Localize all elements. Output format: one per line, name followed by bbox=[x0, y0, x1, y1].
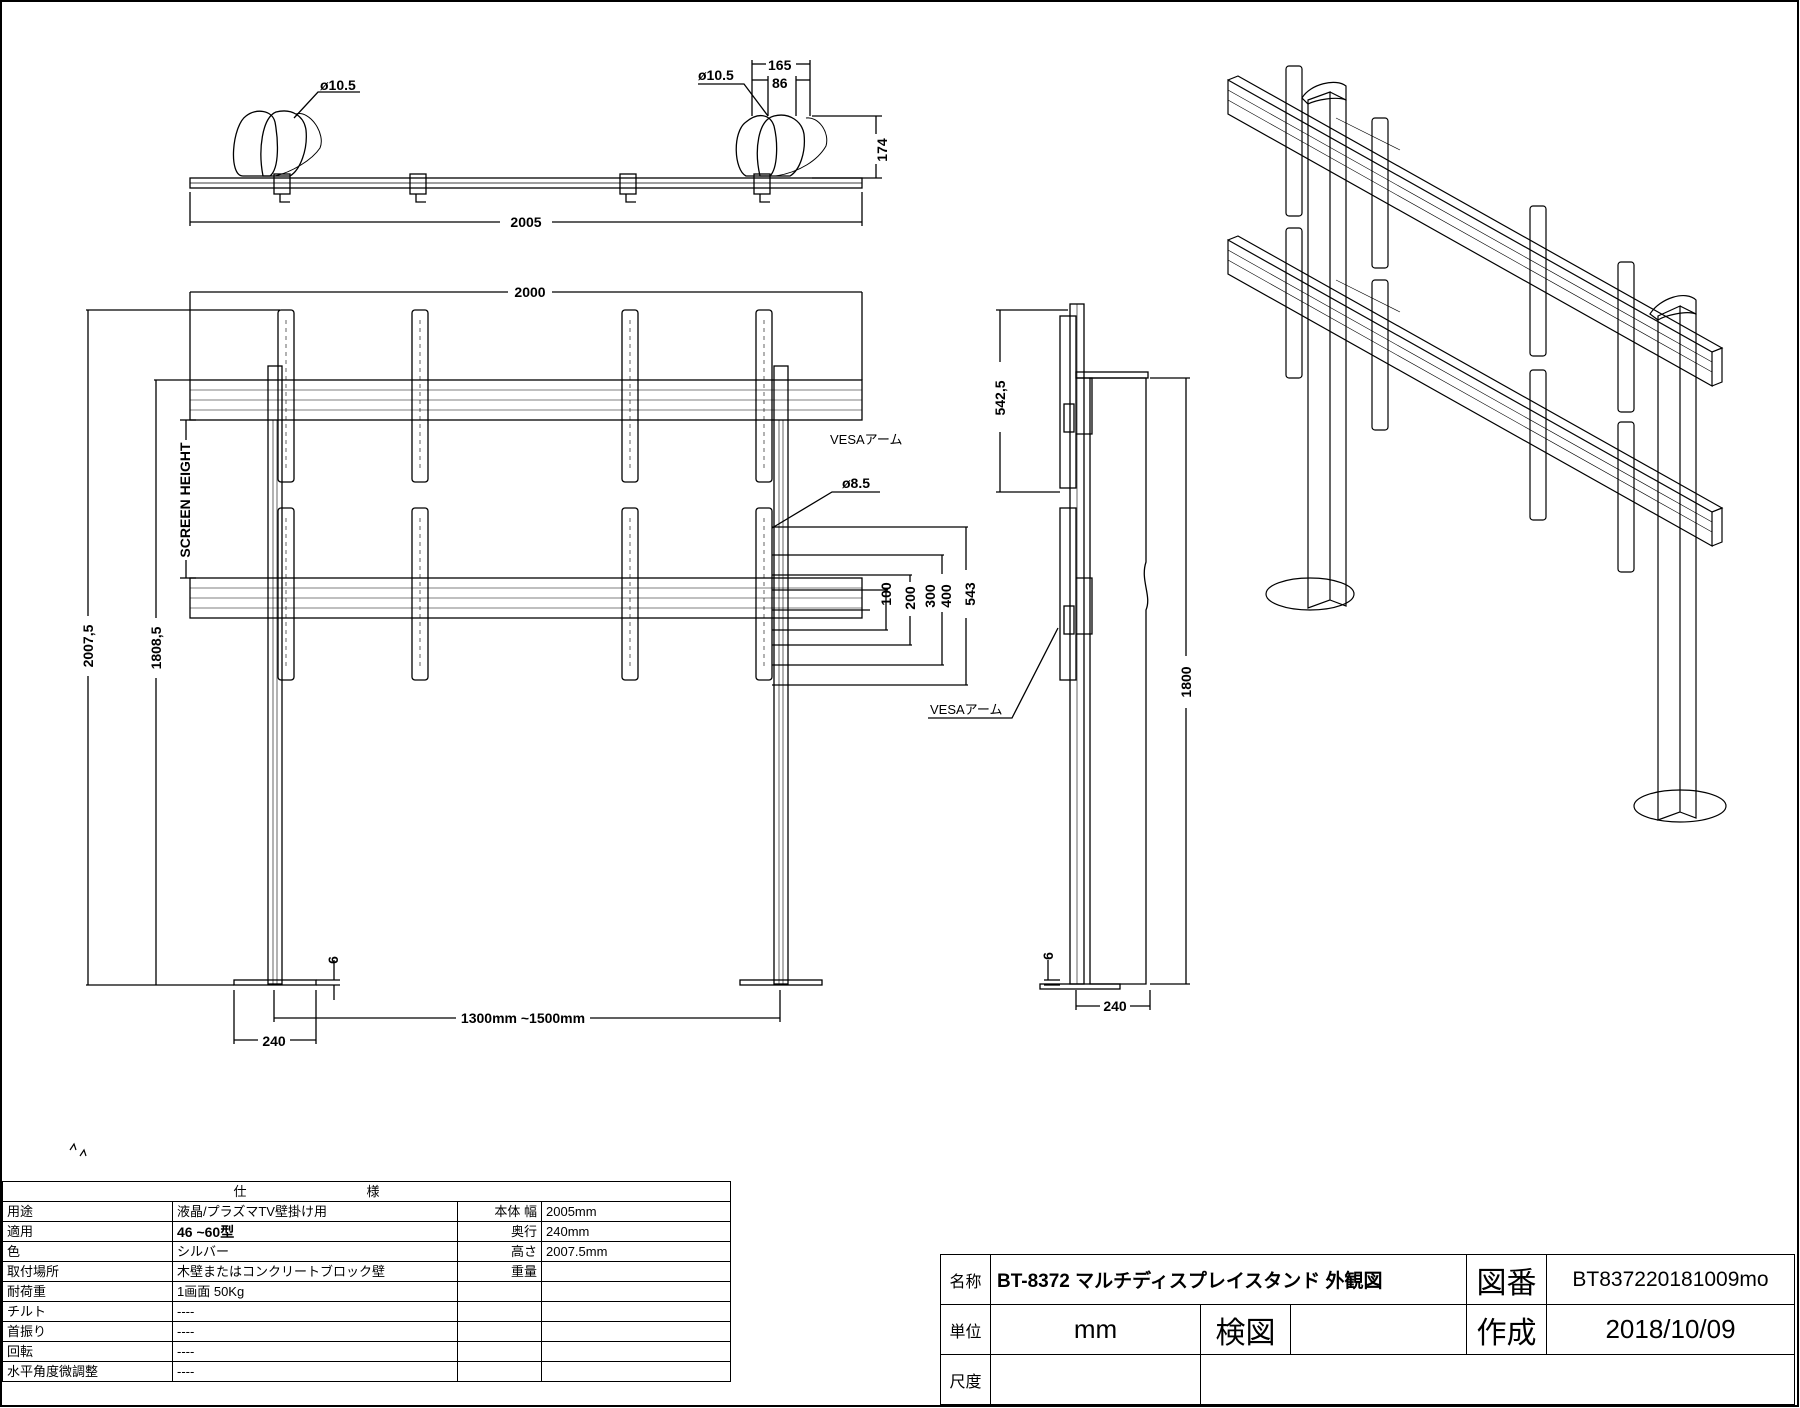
scale-value bbox=[990, 1354, 1201, 1405]
title-empty-cell bbox=[1199, 1354, 1796, 1405]
top-clamps bbox=[273, 173, 771, 203]
dim-2000-label: 2000 bbox=[514, 284, 545, 300]
spec-label: 色 bbox=[2, 1241, 173, 1262]
dim-100-label: 100 bbox=[878, 582, 894, 606]
top-view bbox=[189, 60, 882, 226]
spec-value2: 2005mm bbox=[540, 1201, 732, 1222]
spec-label2 bbox=[457, 1301, 542, 1322]
spec-value2 bbox=[540, 1261, 732, 1282]
unit-value: mm bbox=[990, 1304, 1201, 1355]
dim-400-label: 400 bbox=[938, 584, 954, 608]
spec-header: 仕様 bbox=[1, 1181, 732, 1202]
spec-label: 適用 bbox=[2, 1221, 173, 1242]
spec-value: 液晶/プラズマTV壁掛け用 bbox=[172, 1201, 458, 1222]
dim-174-label: 174 bbox=[874, 138, 890, 162]
spec-value: ---- bbox=[172, 1341, 458, 1362]
spec-value: 1画面 50Kg bbox=[172, 1281, 458, 1302]
front-rails bbox=[189, 379, 863, 619]
table-row: 取付場所 木壁またはコンクリートブロック壁 重量 bbox=[2, 1261, 732, 1282]
dim-542-5-label: 542,5 bbox=[992, 380, 1008, 415]
drawing-no-label: 図番 bbox=[1466, 1254, 1548, 1305]
spec-label: チルト bbox=[2, 1301, 173, 1322]
table-row: 首振り ---- bbox=[2, 1321, 732, 1342]
drawing-no-value: BT837220181009mo bbox=[1546, 1254, 1796, 1305]
name-label: 名称 bbox=[940, 1254, 991, 1305]
spec-label: 取付場所 bbox=[2, 1261, 173, 1282]
dim-2005-label: 2005 bbox=[510, 214, 541, 230]
spec-label2 bbox=[457, 1281, 542, 1302]
spec-value: 46 ~60型 bbox=[172, 1221, 458, 1242]
table-row: 回転 ---- bbox=[2, 1341, 732, 1362]
spec-value2: 2007.5mm bbox=[540, 1241, 732, 1262]
spec-label: 回転 bbox=[2, 1341, 173, 1362]
table-row: 適用 46 ~60型 奥行 240mm bbox=[2, 1221, 732, 1242]
unit-label: 単位 bbox=[940, 1304, 991, 1355]
title-block: 名称 BT-8372 マルチディスプレイスタンド 外観図 図番 BT837220… bbox=[940, 1254, 1796, 1405]
table-row: 耐荷重 1画面 50Kg bbox=[2, 1281, 732, 1302]
vesa-arm-label-side: VESAアーム bbox=[930, 702, 1003, 717]
isometric-arms bbox=[1285, 65, 1635, 573]
dim-1800-label: 1800 bbox=[1178, 666, 1194, 697]
spec-label2 bbox=[457, 1361, 542, 1382]
spec-value2 bbox=[540, 1301, 732, 1322]
spec-value: ---- bbox=[172, 1361, 458, 1382]
spec-value2 bbox=[540, 1281, 732, 1302]
side-view bbox=[928, 303, 1190, 1010]
dim-240-front-label: 240 bbox=[262, 1033, 286, 1049]
spec-label2 bbox=[457, 1321, 542, 1342]
spec-label: 首振り bbox=[2, 1321, 173, 1342]
spec-value: 木壁またはコンクリートブロック壁 bbox=[172, 1261, 458, 1282]
dim-300-label: 300 bbox=[922, 584, 938, 608]
created-label: 作成 bbox=[1466, 1304, 1548, 1355]
spec-label2 bbox=[457, 1341, 542, 1362]
table-row: 用途 液晶/プラズマTV壁掛け用 本体 幅 2005mm bbox=[2, 1201, 732, 1222]
spec-value: ---- bbox=[172, 1301, 458, 1322]
spec-label2: 奥行 bbox=[457, 1221, 542, 1242]
table-row: 色 シルバー 高さ 2007.5mm bbox=[2, 1241, 732, 1262]
spec-value2: 240mm bbox=[540, 1221, 732, 1242]
dim-543-label: 543 bbox=[962, 582, 978, 606]
table-row: チルト ---- bbox=[2, 1301, 732, 1322]
check-label: 検図 bbox=[1200, 1304, 1291, 1355]
spec-value2 bbox=[540, 1361, 732, 1382]
spec-label: 水平角度微調整 bbox=[2, 1361, 173, 1382]
table-row: 水平角度微調整 ---- bbox=[2, 1361, 732, 1382]
spec-label2: 本体 幅 bbox=[457, 1201, 542, 1222]
created-date: 2018/10/09 bbox=[1546, 1304, 1796, 1355]
spec-table: 仕様 用途 液晶/プラズマTV壁掛け用 本体 幅 2005mm 適用 46 ~6… bbox=[1, 1181, 732, 1382]
dim-1808-5-label: 1808,5 bbox=[148, 626, 164, 669]
dim-6-front-label: 6 bbox=[325, 956, 341, 964]
dim-86-label: 86 bbox=[772, 75, 788, 91]
scale-label: 尺度 bbox=[940, 1354, 991, 1405]
dim-span-label: 1300mm ~1500mm bbox=[461, 1010, 585, 1026]
drawing-name: BT-8372 マルチディスプレイスタンド 外観図 bbox=[989, 1254, 1468, 1305]
dia-left-label: ø10.5 bbox=[320, 77, 356, 93]
dim-165-label: 165 bbox=[768, 57, 792, 73]
dim-6-side-label: 6 bbox=[1040, 952, 1056, 960]
isometric-view bbox=[1227, 65, 1727, 823]
dim-2007-5-label: 2007,5 bbox=[80, 624, 96, 667]
spec-label2: 高さ bbox=[457, 1241, 542, 1262]
dia-8-5-label: ø8.5 bbox=[842, 475, 870, 491]
spec-label2: 重量 bbox=[457, 1261, 542, 1282]
front-view bbox=[86, 291, 968, 1044]
spec-value: ---- bbox=[172, 1321, 458, 1342]
dia-right-label: ø10.5 bbox=[698, 67, 734, 83]
vesa-arms bbox=[277, 309, 773, 681]
spec-value: シルバー bbox=[172, 1241, 458, 1262]
dim-240-side-label: 240 bbox=[1103, 998, 1127, 1014]
spec-label: 耐荷重 bbox=[2, 1281, 173, 1302]
screen-height-label: SCREEN HEIGHT bbox=[177, 442, 193, 558]
check-value bbox=[1289, 1304, 1468, 1355]
spec-value2 bbox=[540, 1341, 732, 1362]
vesa-arm-label-front: VESAアーム bbox=[830, 432, 903, 447]
corner-mark bbox=[69, 1142, 87, 1157]
spec-label: 用途 bbox=[2, 1201, 173, 1222]
spec-value2 bbox=[540, 1321, 732, 1342]
dim-200-label: 200 bbox=[902, 586, 918, 610]
